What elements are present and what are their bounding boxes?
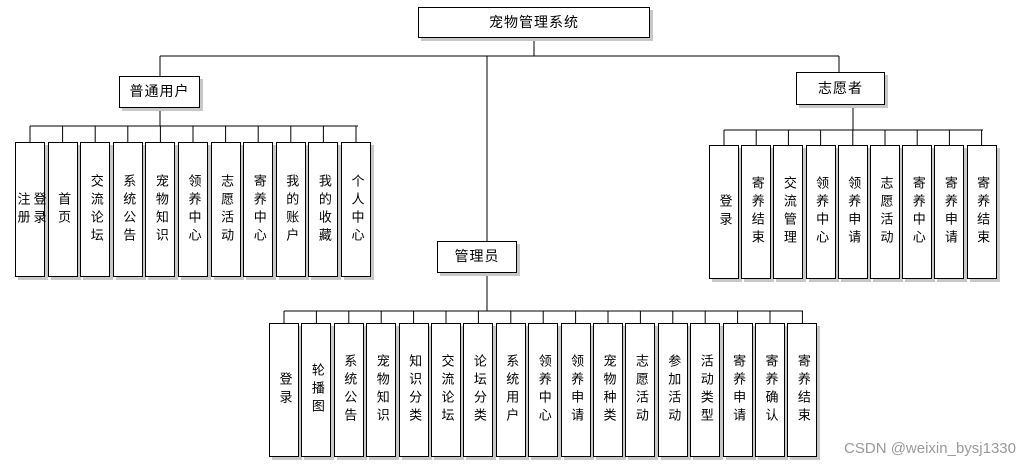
leaf-node-volunteer: 寄养申请 <box>934 145 965 279</box>
leaf-node-volunteer: 领养申请 <box>837 145 868 279</box>
leaf-node-volunteer: 寄养中心 <box>902 145 933 279</box>
leaf-node-user: 系统公告 <box>112 142 143 277</box>
leaf-node-admin: 论坛分类 <box>463 323 494 457</box>
watermark: CSDN @weixin_bysj1330 <box>844 440 1016 457</box>
leaf-node-user: 登录注册 <box>15 142 46 277</box>
root-node: 宠物管理系统 <box>418 7 650 38</box>
leaf-node-user: 志愿活动 <box>210 142 241 277</box>
leaf-node-admin: 系统用户 <box>495 323 526 457</box>
leaf-node-admin: 寄养申请 <box>722 323 753 457</box>
leaf-node-admin: 宠物知识 <box>366 323 397 457</box>
leaf-node-admin: 交流论坛 <box>431 323 461 457</box>
leaf-node-admin: 领养中心 <box>528 323 559 457</box>
group-node-user: 普通用户 <box>119 76 200 108</box>
leaf-node-user: 领养中心 <box>178 142 208 277</box>
leaf-node-admin: 系统公告 <box>333 323 364 457</box>
leaf-node-admin: 领养申请 <box>560 323 591 457</box>
leaf-node-user: 个人中心 <box>341 142 371 277</box>
leaf-node-admin: 知识分类 <box>398 323 429 457</box>
leaf-node-admin: 志愿活动 <box>625 323 656 457</box>
group-node-admin: 管理员 <box>437 241 517 273</box>
leaf-node-user: 我的账户 <box>275 142 306 277</box>
leaf-node-volunteer: 领养中心 <box>805 145 836 279</box>
leaf-node-admin: 轮播图 <box>301 323 332 457</box>
leaf-node-admin: 登录 <box>269 323 299 457</box>
leaf-node-user: 寄养中心 <box>243 142 274 277</box>
leaf-node-user: 交流论坛 <box>80 142 111 277</box>
leaf-node-admin: 活动类型 <box>690 323 721 457</box>
leaf-node-volunteer: 志愿活动 <box>870 145 900 279</box>
leaf-node-volunteer: 登录 <box>709 145 739 279</box>
leaf-node-user: 首页 <box>47 142 78 277</box>
leaf-node-admin: 寄养结束 <box>787 323 818 457</box>
group-node-volunteer: 志愿者 <box>796 72 885 105</box>
leaf-node-user: 宠物知识 <box>145 142 176 277</box>
leaf-node-admin: 寄养确认 <box>755 323 785 457</box>
leaf-node-volunteer: 交流管理 <box>773 145 804 279</box>
leaf-node-admin: 宠物种类 <box>593 323 623 457</box>
leaf-node-user: 我的收藏 <box>308 142 339 277</box>
leaf-node-admin: 参加活动 <box>657 323 688 457</box>
leaf-node-volunteer: 寄养结束 <box>741 145 772 279</box>
leaf-node-volunteer: 寄养结束 <box>966 145 997 279</box>
